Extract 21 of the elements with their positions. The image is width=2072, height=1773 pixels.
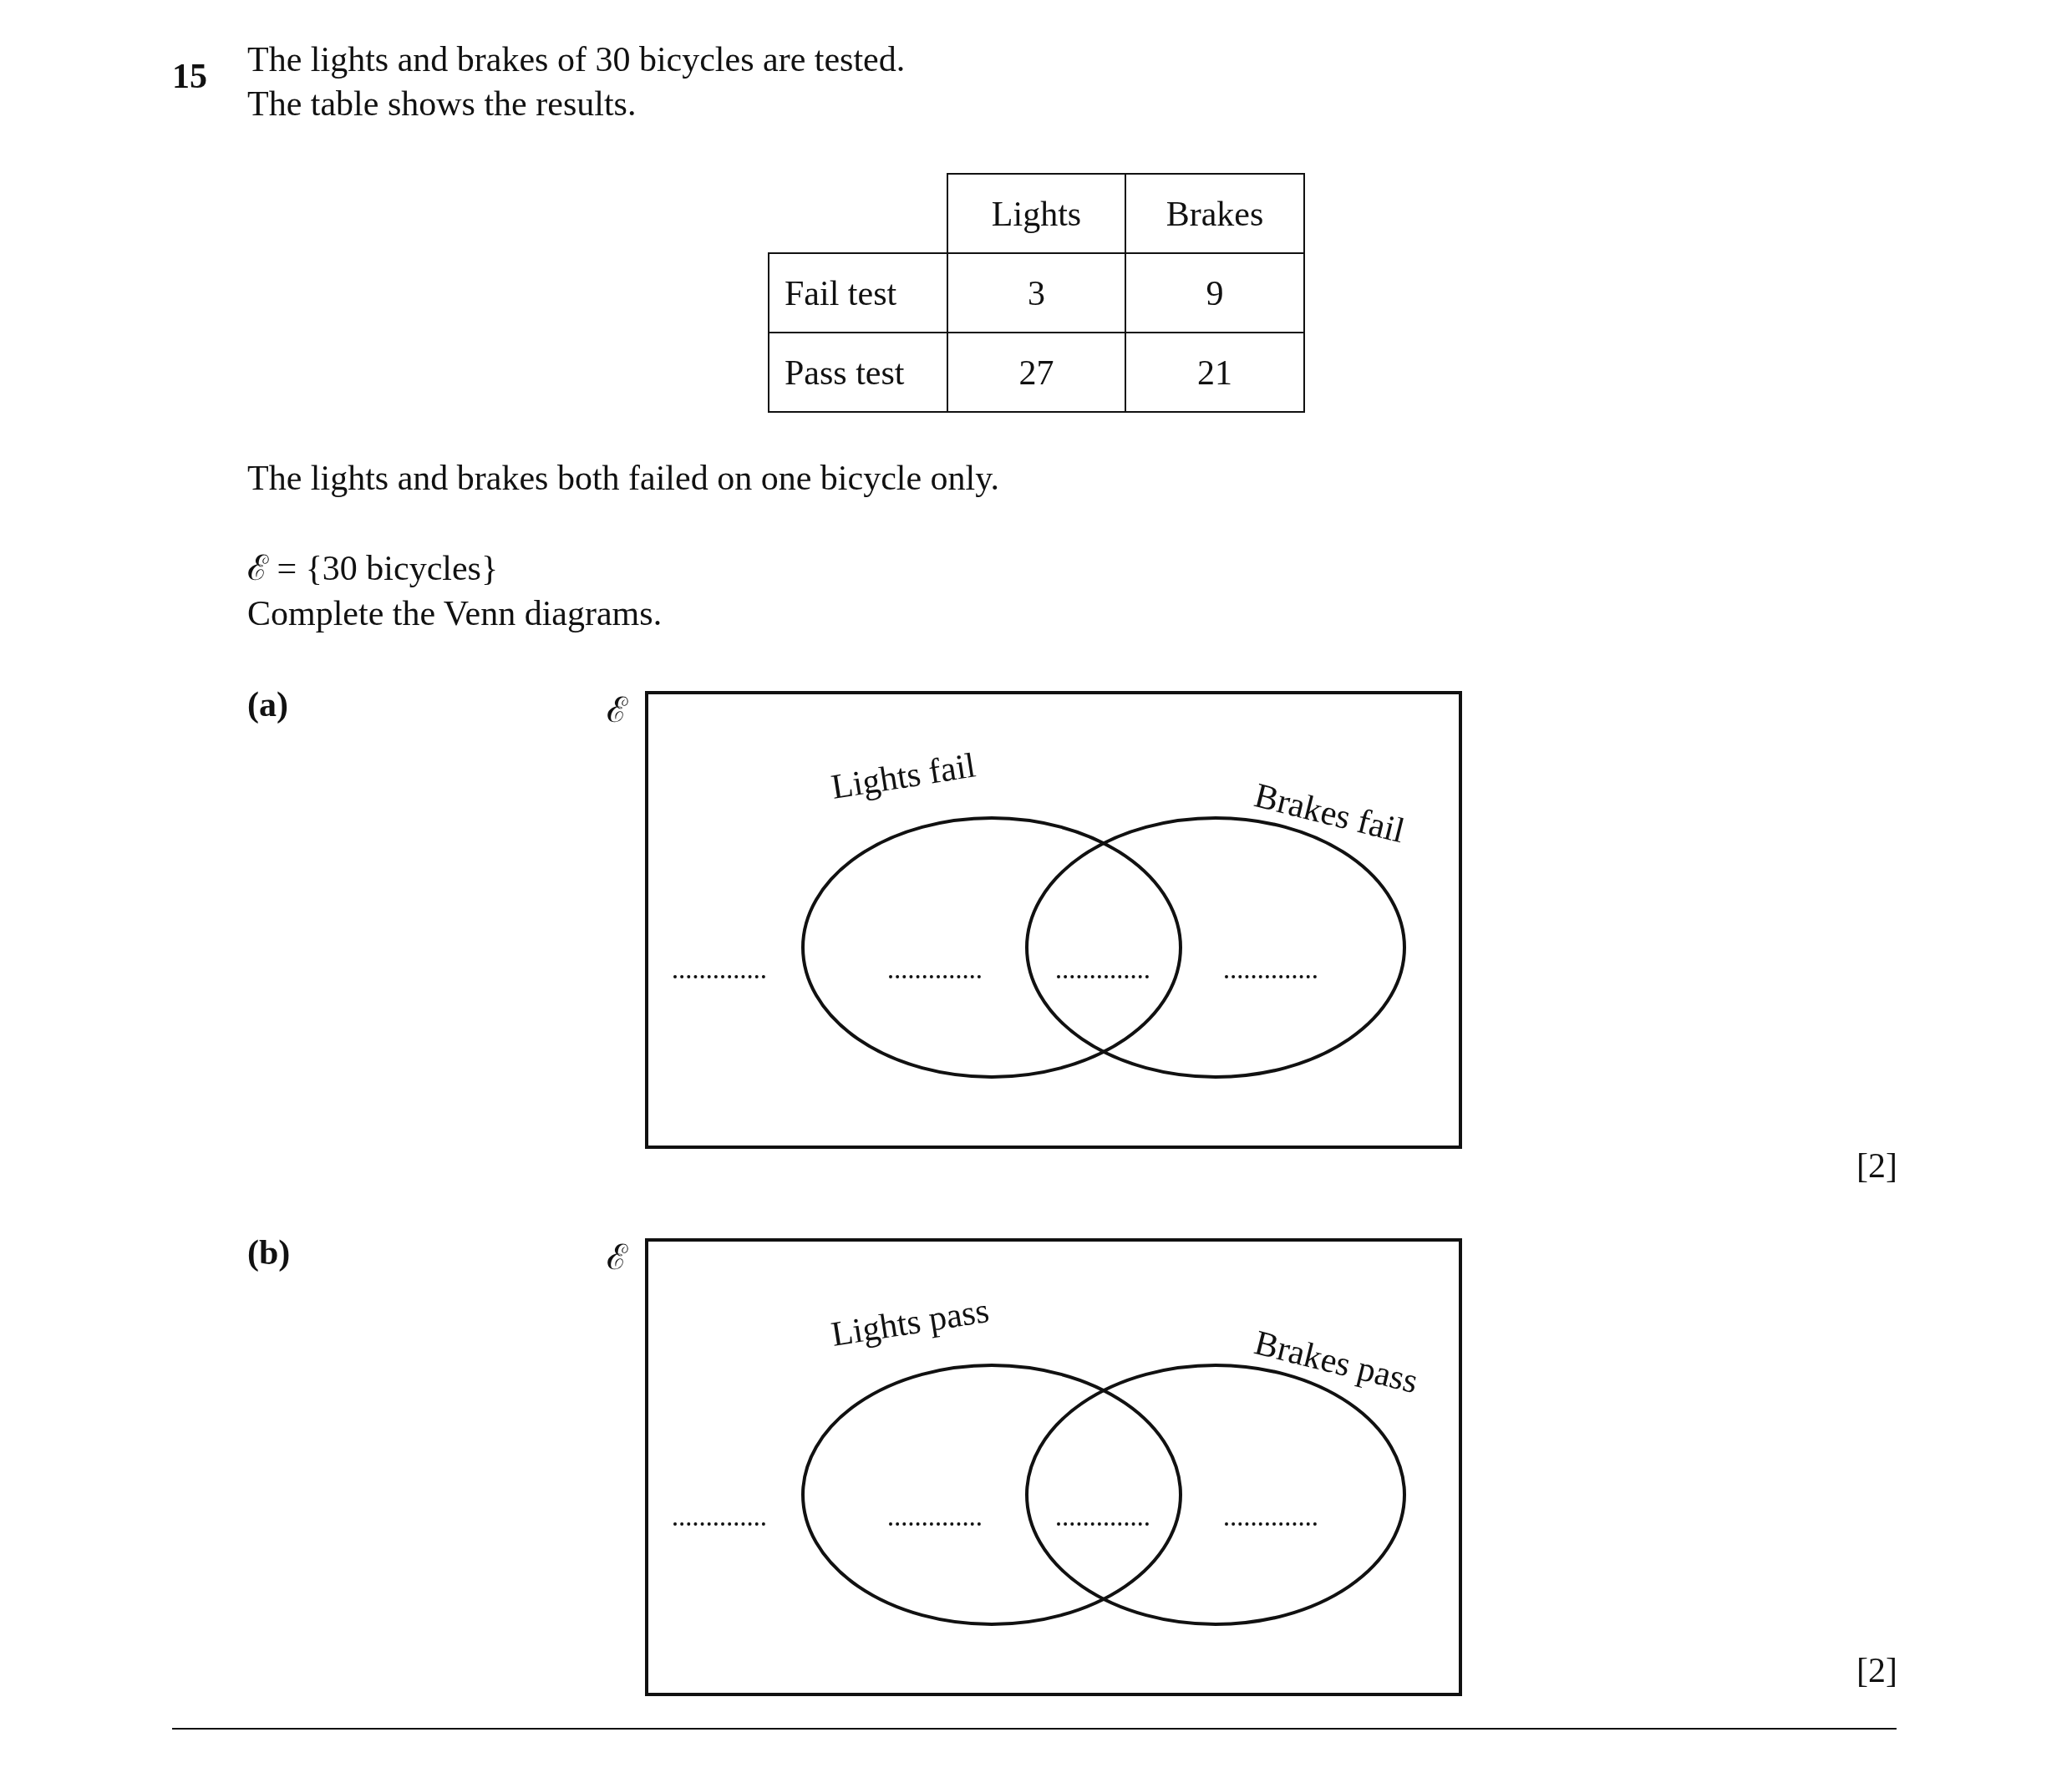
universal-set-symbol: ℰ (607, 1238, 627, 1278)
part-label: (a) (247, 685, 288, 724)
table-cell: 21 (1125, 332, 1305, 413)
instruction-text: Complete the Venn diagrams. (247, 594, 663, 633)
question-number: 15 (172, 57, 207, 96)
marks-label: [2] (1856, 1146, 1897, 1186)
question-text: The lights and brakes of 30 bicycles are tested. (247, 40, 906, 79)
question-text: The table shows the results. (247, 84, 637, 124)
table-cell: Brakes (1125, 173, 1305, 254)
set-label: Brakes fail (1251, 775, 1409, 851)
universal-set-definition: ℰ = {30 bicycles} (247, 549, 499, 588)
set-label: Brakes pass (1251, 1323, 1422, 1401)
question-text: The lights and brakes both failed on one bicycle only. (247, 459, 1000, 498)
table-cell: Lights (947, 173, 1126, 254)
table-cell: Pass test (768, 332, 948, 413)
marks-label: [2] (1856, 1651, 1897, 1690)
universal-set-symbol: ℰ (607, 691, 627, 730)
part-label: (b) (247, 1233, 291, 1273)
set-label: Lights pass (828, 1290, 992, 1354)
set-label: Lights fail (828, 745, 978, 807)
table-cell: Fail test (768, 252, 948, 333)
